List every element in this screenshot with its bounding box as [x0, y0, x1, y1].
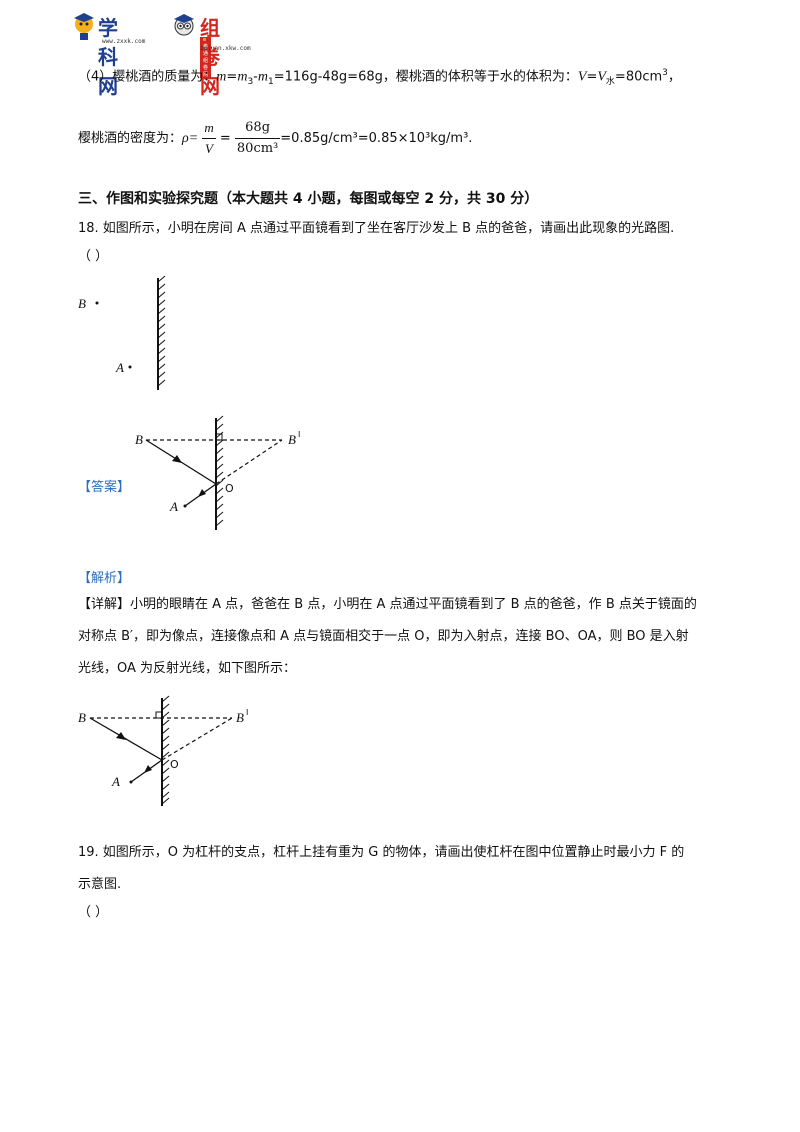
figure-answer: B B I O A — [130, 414, 320, 534]
label-b-image: B — [236, 710, 244, 725]
label-o: O — [225, 482, 234, 495]
mass-line: （4）樱桃酒的质量为：m=m3-m1=116g-48g=68g，樱桃酒的体积等于… — [78, 68, 681, 87]
q19-stem-line-1: 19. 如图所示，O 为杠杆的支点，杠杆上挂有重为 G 的物体，请画出使杠杆在图… — [78, 845, 685, 860]
label-a: A — [116, 360, 124, 375]
mirror-diagram-1 — [95, 275, 166, 390]
zujuan-bar: e卷通 组卷网 — [200, 37, 211, 78]
label-o: O — [170, 758, 179, 771]
figure-mirror-question: B A — [70, 272, 200, 397]
q19-answer-blank: （ ） — [78, 905, 109, 920]
analysis-tag: 【解析】 — [78, 571, 131, 586]
label-b: B — [78, 296, 86, 311]
q18-answer-blank: （ ） — [78, 249, 109, 264]
detail-line-1: 【详解】小明的眼睛在 A 点，爸爸在 B 点，小明在 A 点通过平面镜看到了 B… — [78, 597, 697, 612]
section-heading: 三、作图和实验探究题（本大题共 4 小题，每图或每空 2 分，共 30 分） — [78, 191, 539, 207]
label-b-image-mark: I — [298, 430, 301, 439]
mascot-icon — [74, 13, 94, 40]
detail-line-3: 光线，OA 为反射光线，如下图所示： — [78, 661, 297, 676]
owl-icon — [174, 14, 194, 36]
mirror-diagram-2 — [145, 415, 283, 530]
label-a: A — [112, 774, 120, 789]
answer-tag: 【答案】 — [78, 480, 131, 495]
label-b-image: B — [288, 432, 296, 447]
mirror-diagram-3 — [89, 695, 233, 806]
detail-line-2: 对称点 B′，即为像点，连接像点和 A 点与镜面相交于一点 O，即为入射点，连接… — [78, 629, 689, 644]
label-b: B — [135, 432, 143, 447]
q18-stem: 18. 如图所示，小明在房间 A 点通过平面镜看到了坐在客厅沙发上 B 点的爸爸… — [78, 221, 675, 236]
figure-analysis: B B I O A — [76, 694, 266, 814]
label-a: A — [170, 499, 178, 514]
zxxk-url: www.zxxk.com — [102, 38, 146, 45]
point-a — [128, 365, 132, 369]
q19-stem-line-2: 示意图. — [78, 877, 122, 892]
zujuan-url: zujuan.xkw.com — [200, 45, 251, 52]
zxxk-logo-text: 学科网 — [98, 16, 119, 98]
point-b — [95, 301, 99, 305]
label-b-image-mark: I — [246, 708, 249, 717]
label-b: B — [78, 710, 86, 725]
